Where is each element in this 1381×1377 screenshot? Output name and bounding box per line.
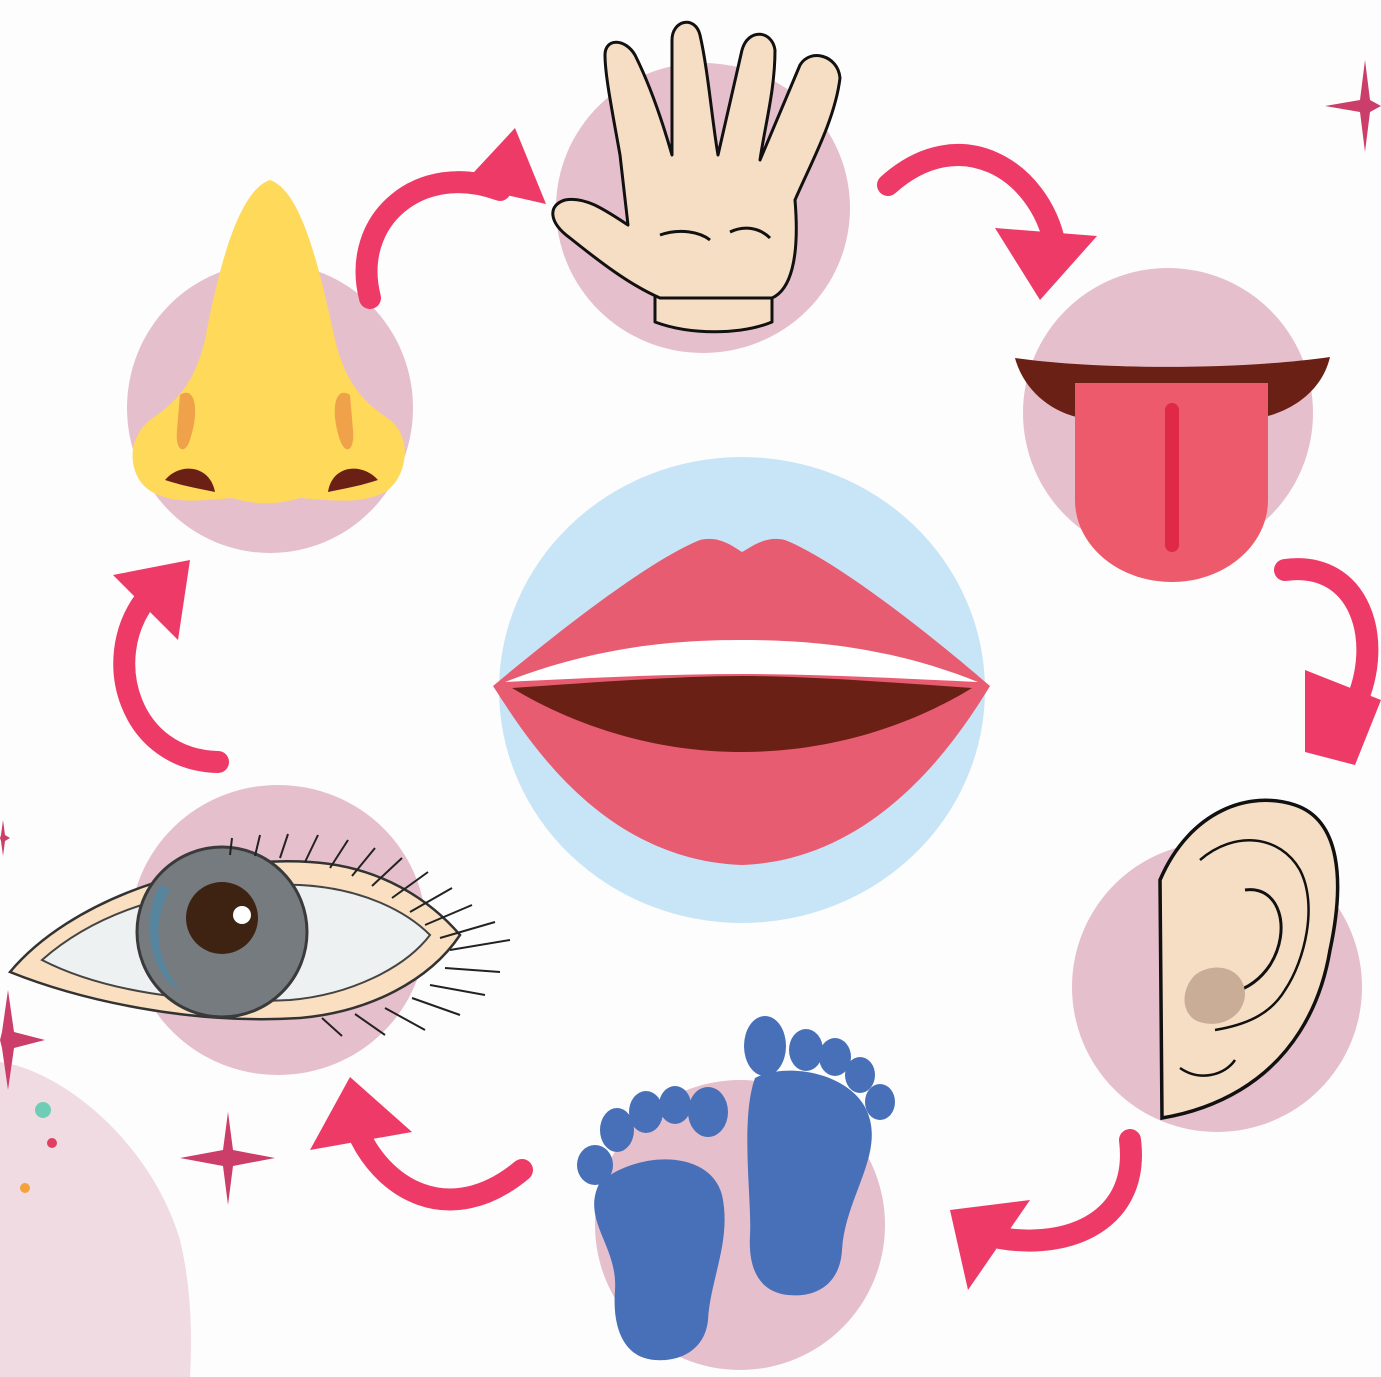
curved-arrow-icon: [113, 560, 218, 762]
sparkle-icon: [1325, 60, 1381, 152]
confetti-dot: [35, 1102, 51, 1118]
left-foot: [594, 1159, 724, 1360]
confetti-dot: [47, 1138, 57, 1148]
sparkle-icon: [180, 1112, 275, 1205]
eye-icon: [10, 834, 510, 1036]
curved-arrow-icon: [1285, 569, 1381, 765]
sparkle-icon: [0, 820, 10, 856]
eye-glint: [233, 906, 251, 924]
corner-blob: [0, 1062, 191, 1377]
curved-arrow-icon: [950, 1140, 1131, 1290]
confetti-dot: [20, 1183, 30, 1193]
curved-arrow-icon: [310, 1077, 522, 1199]
curved-arrow-icon: [367, 128, 546, 298]
curved-arrow-icon: [888, 155, 1097, 300]
corner-decoration: [0, 1062, 191, 1377]
